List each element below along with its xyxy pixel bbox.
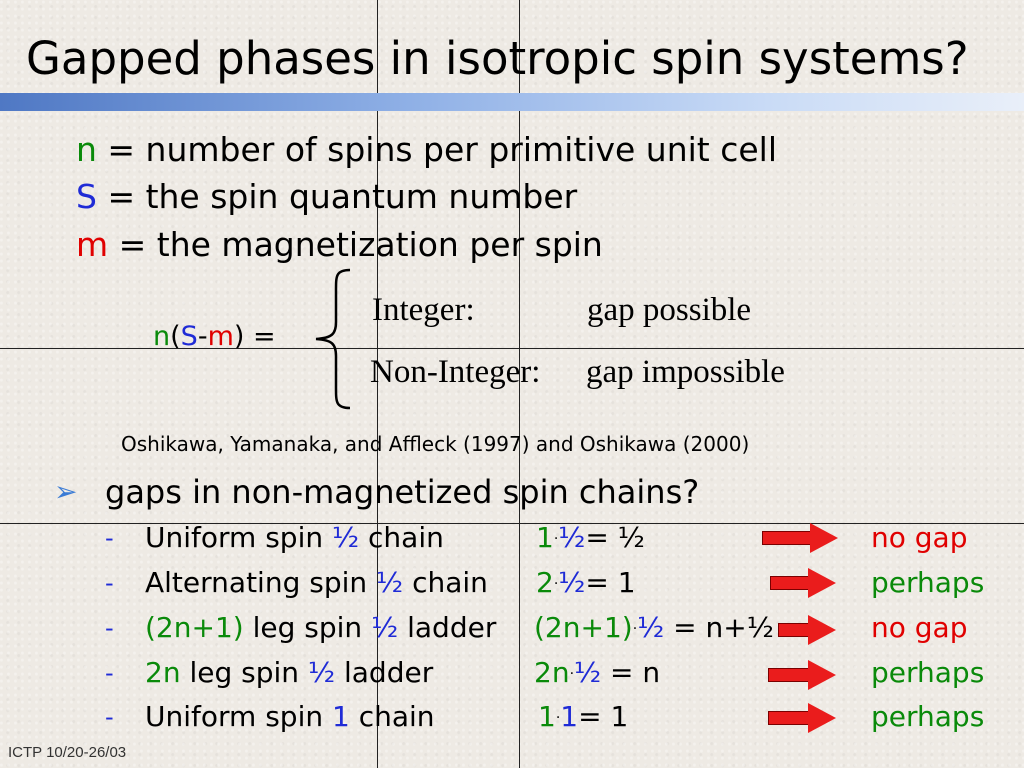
row-spin: ½ — [376, 566, 404, 599]
row-dash: - — [105, 703, 114, 731]
row-spin: ½ — [332, 521, 360, 554]
case-noninteger-result: gap impossible — [586, 354, 785, 390]
row-text: leg spin — [180, 656, 308, 689]
row-count: 2n — [534, 656, 570, 689]
row-verdict: perhaps — [871, 700, 985, 733]
row-dot: · — [569, 666, 575, 682]
row-spin: ½ — [307, 656, 336, 689]
grid-line-vertical — [519, 0, 520, 768]
row-text: ladder — [398, 611, 497, 644]
formula-m: m — [207, 321, 234, 352]
symbol-n: n — [76, 130, 97, 169]
row-computation: 1·1= 1 — [538, 700, 628, 733]
formula-n: n — [153, 321, 171, 352]
row-text: ladder — [335, 656, 434, 689]
row-text: Uniform spin — [145, 521, 332, 554]
definition-S: S = the spin quantum number — [76, 180, 577, 213]
citation: Oshikawa, Yamanaka, and Affleck (1997) a… — [121, 432, 750, 456]
row-dash: - — [105, 659, 114, 687]
row-text: chain — [403, 566, 488, 599]
definition-text: = the magnetization per spin — [108, 225, 603, 264]
row-computation: 2n·½ = n — [534, 656, 660, 689]
formula-open: ( — [170, 321, 181, 352]
row-leg-count: (2n+1) — [145, 611, 244, 644]
row-result-value: = n — [601, 656, 661, 689]
formula: n(S-m) = — [153, 321, 276, 352]
grid-line-vertical — [377, 0, 378, 768]
formula-close: ) — [233, 321, 245, 352]
triangle-bullet-icon: ➢ — [54, 475, 78, 508]
row-dash: - — [105, 524, 114, 552]
row-label: (2n+1) leg spin ½ ladder — [145, 611, 496, 644]
curly-brace-icon — [315, 268, 351, 410]
row-dash: - — [105, 569, 114, 597]
row-spin-value: ½ — [574, 656, 602, 689]
row-spin-value: 1 — [560, 700, 579, 733]
row-text: chain — [359, 521, 444, 554]
row-result-value: = n+½ — [664, 611, 774, 644]
row-verdict: no gap — [871, 521, 968, 554]
definition-m: m = the magnetization per spin — [76, 228, 603, 261]
row-computation: (2n+1)·½ = n+½ — [534, 611, 774, 644]
row-spin-value: ½ — [558, 521, 586, 554]
definition-n: n = number of spins per primitive unit c… — [76, 133, 777, 166]
row-computation: 2·½= 1 — [536, 566, 636, 599]
row-count: 1 — [536, 521, 554, 554]
definition-text: = number of spins per primitive unit cel… — [96, 130, 777, 169]
row-count: 2 — [536, 566, 554, 599]
formula-minus: - — [197, 321, 208, 352]
title-underline-bar — [0, 93, 1024, 111]
row-spin: ½ — [371, 611, 399, 644]
row-text: Alternating spin — [145, 566, 377, 599]
row-dot: · — [632, 621, 638, 637]
row-text: leg spin — [243, 611, 372, 644]
bullet-text: gaps in non-magnetized spin chains? — [105, 473, 700, 511]
row-count: 1 — [538, 700, 556, 733]
slide-footer: ICTP 10/20-26/03 — [8, 744, 127, 761]
symbol-S: S — [76, 177, 97, 216]
definition-text: = the spin quantum number — [96, 177, 578, 216]
row-spin: 1 — [332, 700, 350, 733]
row-verdict: perhaps — [871, 656, 985, 689]
row-dot: · — [555, 710, 561, 726]
row-result-value: = 1 — [585, 566, 636, 599]
formula-S: S — [180, 321, 198, 352]
row-label: 2n leg spin ½ ladder — [145, 656, 433, 689]
row-spin-value: ½ — [558, 566, 586, 599]
row-dot: · — [553, 531, 559, 547]
case-integer-result: gap possible — [587, 292, 752, 328]
grid-line-horizontal — [0, 523, 1024, 524]
row-result-value: = 1 — [578, 700, 629, 733]
row-result-value: = ½ — [585, 521, 645, 554]
row-count: (2n+1) — [534, 611, 633, 644]
formula-equals: = — [244, 321, 276, 352]
row-label: Uniform spin ½ chain — [145, 521, 444, 554]
row-dot: · — [553, 576, 559, 592]
row-verdict: no gap — [871, 611, 968, 644]
row-verdict: perhaps — [871, 566, 985, 599]
row-leg-count: 2n — [145, 656, 181, 689]
row-computation: 1·½= ½ — [536, 521, 645, 554]
row-spin-value: ½ — [637, 611, 665, 644]
row-text: Uniform spin — [145, 700, 332, 733]
row-label: Uniform spin 1 chain — [145, 700, 435, 733]
grid-line-horizontal — [0, 348, 1024, 349]
symbol-m: m — [76, 225, 109, 264]
row-label: Alternating spin ½ chain — [145, 566, 488, 599]
row-dash: - — [105, 614, 114, 642]
case-integer-label: Integer: — [372, 292, 475, 328]
case-noninteger-label: Non-Integer: — [370, 354, 541, 390]
row-text: chain — [349, 700, 435, 733]
slide-title: Gapped phases in isotropic spin systems? — [26, 32, 969, 85]
